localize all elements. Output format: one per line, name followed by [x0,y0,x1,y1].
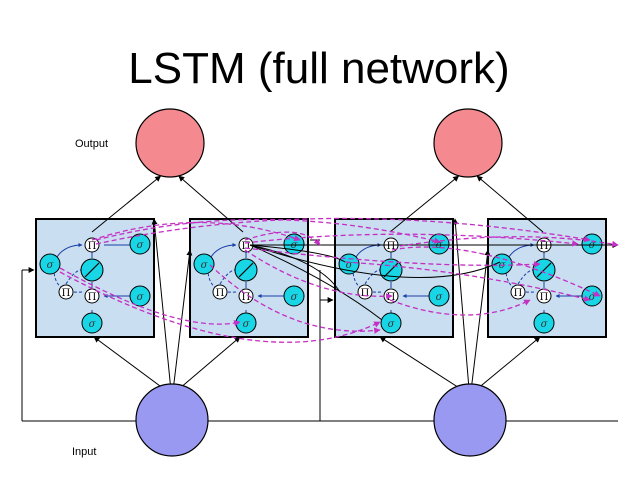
cell-state-slash [84,262,100,278]
input-gate-node-symbol: σ [388,319,396,330]
input-product-node-symbol: Π [540,292,549,303]
forget-gate-node [428,285,450,307]
input-to-block-arrow-7 [470,249,491,393]
cell-input-node-symbol: σ [201,260,209,271]
block-to-output-arrow-1 [91,175,162,233]
cell-state-slash [536,262,552,278]
recurrent-dashed-connection-4 [244,231,321,246]
recurrent-dashed-connection-8 [244,249,393,300]
forget-gate-node-symbol: σ [137,292,145,303]
recurrent-dashed-connection-9 [244,247,541,268]
input-gate-node-symbol: σ [243,319,251,330]
recurrent-dashed-connection-10 [209,264,381,334]
output-product-node-symbol: Π [540,241,549,252]
input-label: Input [72,446,97,458]
input-gate-node [533,312,555,334]
output-product-node-symbol: Π [88,241,97,252]
input-product-node-symbol: Π [242,292,251,303]
input-gate-node-symbol: σ [89,319,97,330]
forget-product-node [510,284,526,300]
input-product-node-symbol: Π [88,292,97,303]
block-to-output-arrow-4 [476,175,544,233]
output-gate-node-symbol: σ [137,240,145,251]
input-to-block-arrow-4 [175,336,241,393]
input-node-2 [433,383,507,457]
input-to-block-arrow-1 [93,336,169,393]
cell-input-node [491,253,513,275]
recurrent-dashed-connection-12 [389,299,531,316]
cell-input-node [193,253,215,275]
recurrent-line-2 [249,244,346,263]
recurrent-dashed-connection-1 [91,221,301,242]
forget-product-node [357,284,373,300]
recurrent-line-4 [249,244,383,321]
recurrent-dashed-connection-11 [391,246,601,297]
input-gate-node-symbol: σ [541,319,549,330]
forget-product-node-symbol: Π [216,288,225,299]
slide-title: LSTM (full network) [128,44,510,93]
input-to-block-arrow-5 [379,336,466,393]
recurrent-dashed-connection-6 [59,267,241,327]
block-to-output-arrow-3 [389,175,460,233]
input-gate-node [81,312,103,334]
output-node-1 [135,108,205,178]
recurrent-line-5 [249,244,501,279]
cell-input-node [338,253,360,275]
cell-input-node-symbol: σ [47,260,55,271]
recurrent-dashed-connection-14 [399,236,619,248]
output-node-2 [433,108,503,178]
output-gate-node [129,233,151,255]
output-product-node-symbol: Π [242,241,251,252]
forget-gate-node-symbol: σ [436,292,444,303]
recurrent-dashed-connection-13 [344,261,591,302]
recurrent-line-3 [249,244,341,293]
forget-product-node [58,284,74,300]
output-product-node [84,237,100,253]
input-to-block-arrow-6 [452,218,470,393]
forget-product-node-symbol: Π [62,288,71,299]
forget-gate-node-symbol: σ [589,292,597,303]
forget-product-node-symbol: Π [514,288,523,299]
recurrent-dashed-connection-5 [244,233,579,247]
cell-input-node [39,253,61,275]
input-to-block-arrow-3 [172,249,193,393]
input-gate-node [380,312,402,334]
forget-gate-node-symbol: σ [291,292,299,303]
cell-state-slash [383,262,399,278]
input-product-node [238,288,254,304]
output-product-node-symbol: Π [387,241,396,252]
input-node-1 [135,383,209,457]
forget-product-node [212,284,228,300]
cell-state-slash [238,262,254,278]
cell-input-node-symbol: σ [346,260,354,271]
forget-product-node-symbol: Π [361,288,370,299]
input-to-block-arrow-2 [151,218,172,393]
input-to-block-arrow-8 [473,336,541,393]
forget-gate-node [283,285,305,307]
recurrent-dashed-connection-7 [59,271,381,343]
recurrent-dashed-connection-2 [95,218,441,244]
output-label: Output [75,138,109,150]
